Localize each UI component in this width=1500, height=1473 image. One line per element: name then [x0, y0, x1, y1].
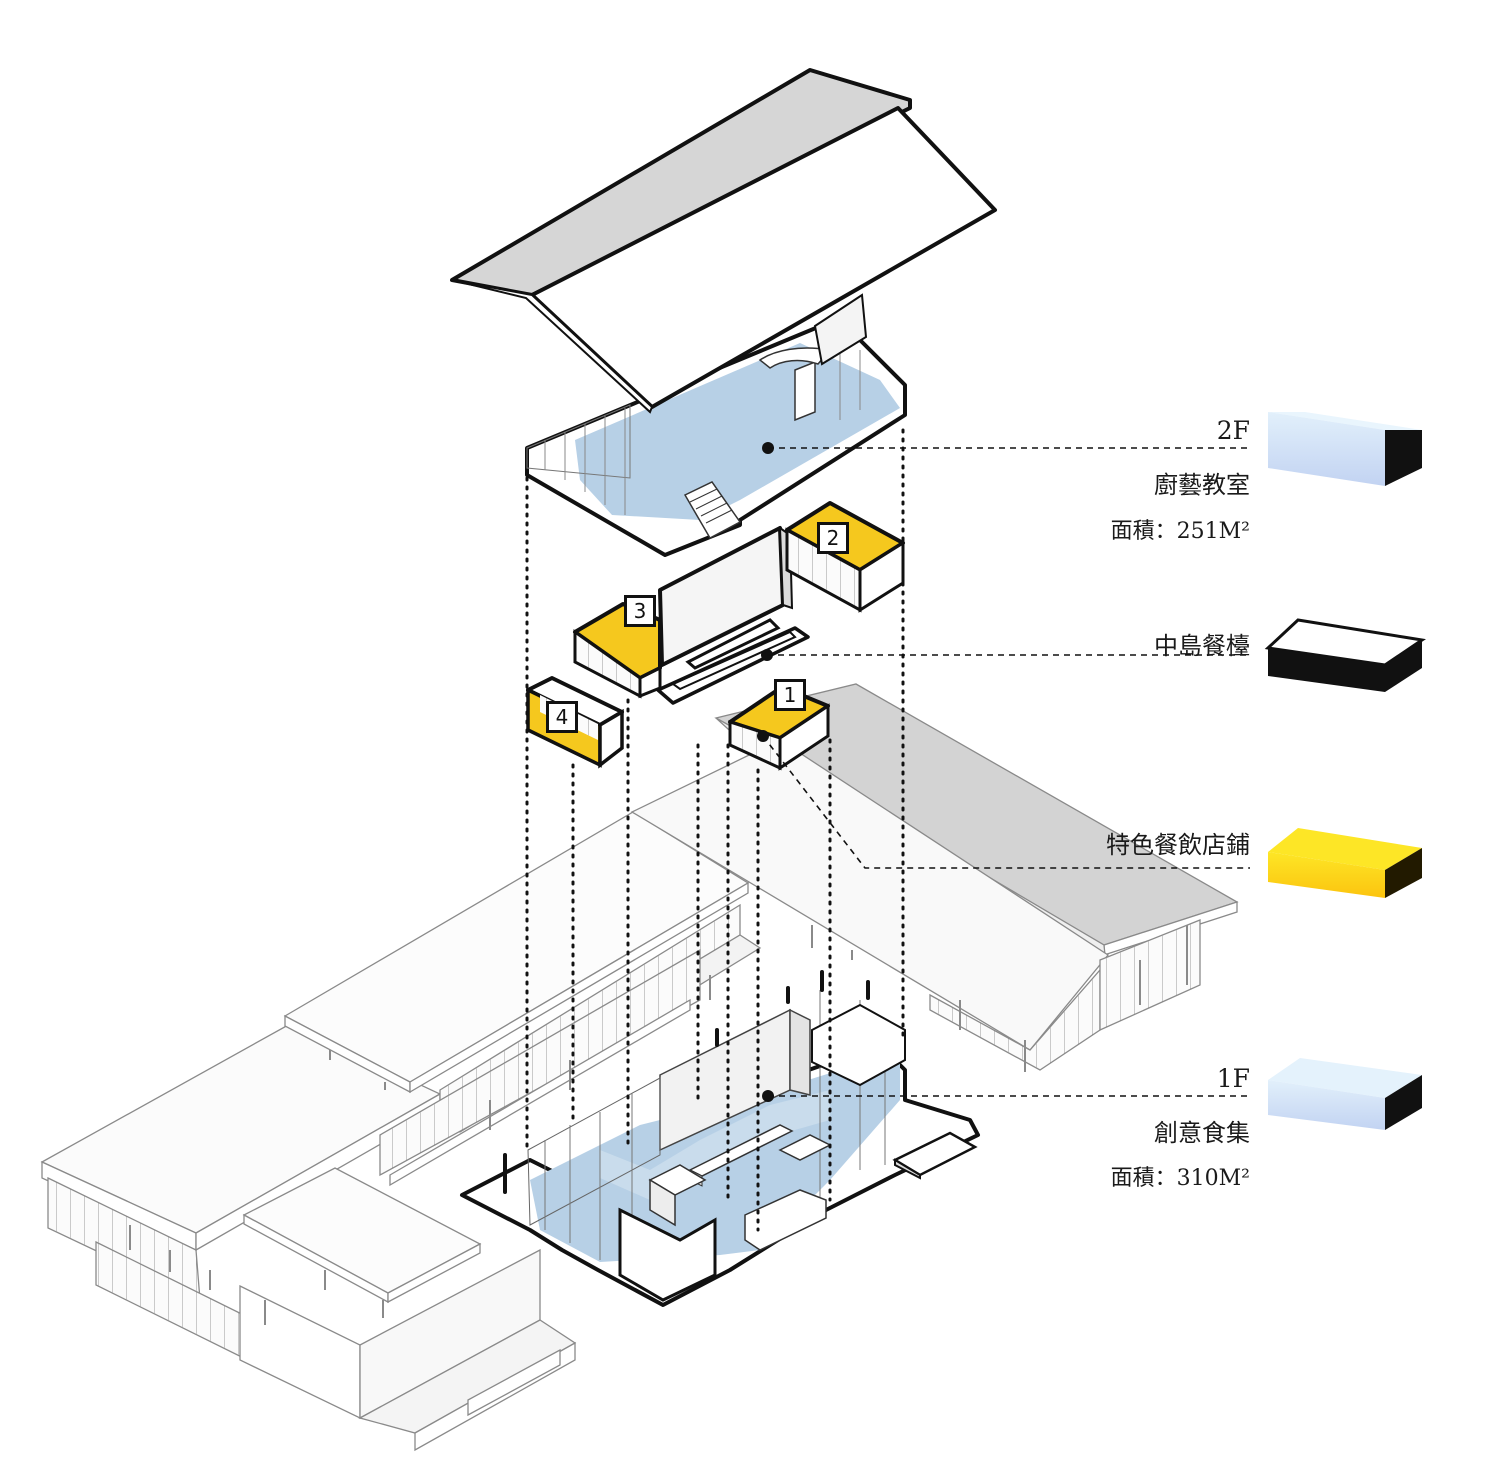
legend-1f-space-name: 創意食集	[1154, 1119, 1250, 1147]
projection-lines	[525, 428, 905, 1232]
shop-number-1: 1	[774, 679, 806, 711]
legend-block-1f	[1268, 1058, 1422, 1130]
legend-2f-space-name: 廚藝教室	[1154, 471, 1250, 499]
shop-number-3: 3	[624, 595, 656, 627]
roof-model	[450, 68, 997, 414]
legend-1f-floor-label: 1F	[1216, 1064, 1250, 1093]
floor-2f-model	[525, 293, 907, 557]
shop-number-4: 4	[546, 701, 578, 733]
shop-2-model	[785, 501, 905, 613]
leader-lines	[762, 447, 1250, 1097]
shop-number-2: 2	[817, 522, 849, 554]
legend-block-shops	[1268, 828, 1422, 898]
legend-island-space-name: 中島餐檯	[1154, 632, 1250, 660]
legend-2f-area-label: 面積：251M²	[1110, 519, 1250, 544]
legend-block-island	[1264, 618, 1426, 692]
legend-1f-area-label: 面積：310M²	[1110, 1166, 1250, 1191]
legend-shops-space-name: 特色餐飲店鋪	[1106, 831, 1250, 859]
campus-buildings	[40, 683, 1239, 1452]
floor-1f-model	[460, 970, 980, 1307]
legend-block-2f	[1268, 412, 1422, 486]
legend-2f-floor-label: 2F	[1216, 416, 1250, 445]
